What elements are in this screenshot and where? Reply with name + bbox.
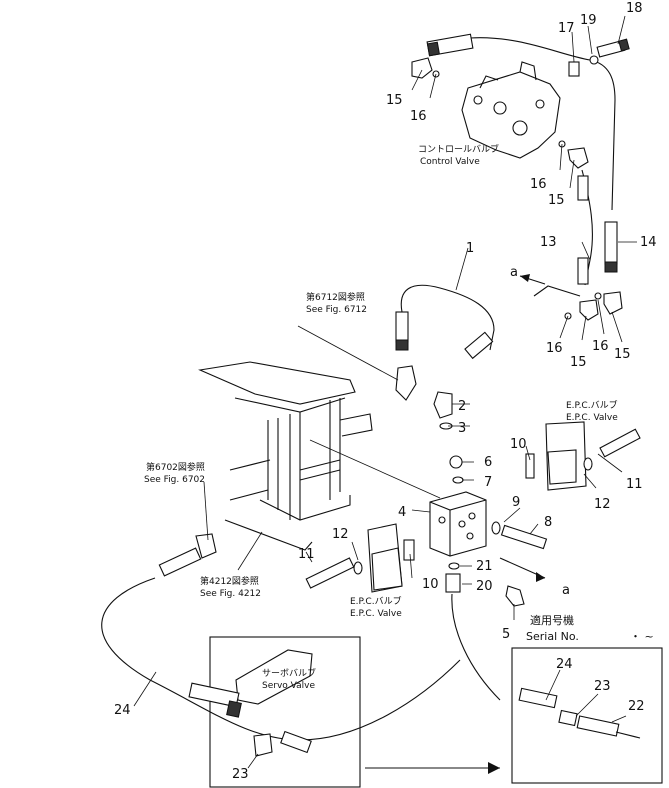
callout-23a: 23 xyxy=(232,767,249,782)
hose-24-end xyxy=(158,547,202,577)
callout-11a: 11 xyxy=(626,477,643,492)
callout-10b: 10 xyxy=(422,577,439,592)
callout-8: 8 xyxy=(544,515,552,530)
callout-15a: 15 xyxy=(386,93,403,108)
servo-label-jp: サーボバルブ xyxy=(262,667,316,679)
plug-6 xyxy=(449,455,463,469)
oring-16d xyxy=(594,292,602,300)
callout-24a: 24 xyxy=(114,703,131,718)
tee-fitting-6712 xyxy=(395,365,417,401)
callout-12b: 12 xyxy=(332,527,349,542)
fig6712-label-en: See Fig. 6712 xyxy=(306,305,367,315)
control-valve-label-jp: コントロールバルブ xyxy=(418,143,499,155)
bolt-18 xyxy=(596,38,630,58)
hose-24 xyxy=(101,577,461,741)
callout-4: 4 xyxy=(398,505,406,520)
epc-valve-left xyxy=(305,523,415,593)
fig4212-label-en: See Fig. 4212 xyxy=(200,589,261,599)
callout-13: 13 xyxy=(540,235,557,250)
callout-2: 2 xyxy=(458,399,466,414)
callout-22: 22 xyxy=(628,699,645,714)
leader-lines xyxy=(133,15,637,769)
callout-23b: 23 xyxy=(594,679,611,694)
control-valve-label-en: Control Valve xyxy=(420,157,480,167)
servo-label-en: Servo Valve xyxy=(262,681,315,691)
callout-12a: 12 xyxy=(594,497,611,512)
callout-5: 5 xyxy=(502,627,510,642)
callout-24b: 24 xyxy=(556,657,573,672)
fig6702-label-jp: 第6702図参照 xyxy=(146,461,205,473)
eyebolt-17 xyxy=(568,61,580,77)
hose-1 xyxy=(395,284,495,360)
callout-17: 17 xyxy=(558,21,575,36)
hose-lower xyxy=(451,593,501,701)
callout-16a: 16 xyxy=(410,109,427,124)
elbow-15c xyxy=(579,299,599,321)
callout-6: 6 xyxy=(484,455,492,470)
washer-9 xyxy=(491,521,501,535)
hose-14 xyxy=(604,221,618,273)
frame-structure xyxy=(198,361,441,551)
oring-7 xyxy=(452,476,464,484)
callout-9: 9 xyxy=(512,495,520,510)
top-hose xyxy=(426,33,616,211)
fitting-6702 xyxy=(195,533,217,559)
serial-range: ・ ~ xyxy=(630,630,654,643)
epc-valve-right xyxy=(525,421,641,491)
callout-18: 18 xyxy=(626,1,643,16)
callout-19: 19 xyxy=(580,13,597,28)
serial-inset xyxy=(511,647,663,784)
callout-20: 20 xyxy=(476,579,493,594)
epc-right-label-jp: E.P.C.バルブ xyxy=(566,399,618,411)
callout-3: 3 xyxy=(458,421,466,436)
callout-15b: 15 xyxy=(548,193,565,208)
bolt-8 xyxy=(500,524,548,550)
serial-label-en: Serial No. xyxy=(526,630,579,643)
callout-16d: 16 xyxy=(592,339,609,354)
callout-7: 7 xyxy=(484,475,492,490)
callout-16b: 16 xyxy=(530,177,547,192)
callout-10a: 10 xyxy=(510,437,527,452)
elbow-2 xyxy=(433,391,453,419)
arrow-label-a2: a xyxy=(562,583,570,598)
fig6702-label-en: See Fig. 6702 xyxy=(144,475,205,485)
callout-21: 21 xyxy=(476,559,493,574)
callout-14: 14 xyxy=(640,235,657,250)
fig4212-label-jp: 第4212図参照 xyxy=(200,575,259,587)
oring-21 xyxy=(448,562,460,570)
epc-right-label-en: E.P.C. Valve xyxy=(566,413,618,423)
callout-15c: 15 xyxy=(570,355,587,370)
epc-left-label-en: E.P.C. Valve xyxy=(350,609,402,619)
callout-11b: 11 xyxy=(298,547,315,562)
arrow-label-a1: a xyxy=(510,265,518,280)
plug-5 xyxy=(505,585,525,607)
callout-16c: 16 xyxy=(546,341,563,356)
bracket-a xyxy=(533,285,581,297)
elbow-15a xyxy=(411,57,433,79)
hose-13 xyxy=(577,169,593,286)
epc-left-label-jp: E.P.C.バルブ xyxy=(350,595,402,607)
control-valve xyxy=(461,61,561,159)
fig6712-label-jp: 第6712図参照 xyxy=(306,291,365,303)
adapter-20 xyxy=(445,573,461,593)
washer-19 xyxy=(589,55,599,65)
serial-label-jp: 適用号機 xyxy=(530,613,574,627)
servo-inset xyxy=(188,636,361,788)
elbow-15b xyxy=(567,147,589,169)
elbow-15d xyxy=(603,291,623,315)
manifold-block-4 xyxy=(429,491,487,557)
callout-15d: 15 xyxy=(614,347,631,362)
callout-1: 1 xyxy=(466,241,474,256)
